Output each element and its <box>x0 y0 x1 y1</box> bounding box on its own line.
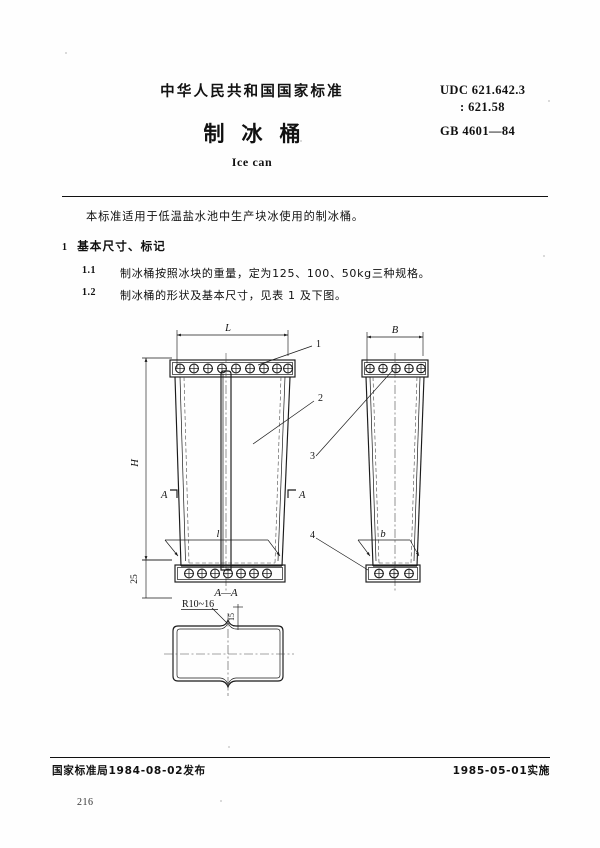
document-header: 中华人民共和国国家标准 制冰桶 Ice can UDC 621.642.3 : … <box>62 70 548 190</box>
callout-2-label: 2 <box>318 393 323 404</box>
radius-note-label: R10~16 <box>182 599 214 610</box>
section-aa-view: R10~16 15 <box>164 599 294 696</box>
callout-3: 3 <box>310 369 394 462</box>
clause-1-2-text: 制冰桶的形状及基本尺寸，见表 1 及下图。 <box>120 289 347 302</box>
front-view-body <box>174 353 291 593</box>
radius-note: R10~16 <box>181 599 228 624</box>
clause-1-number: 1 <box>62 242 69 253</box>
callout-4-label: 4 <box>310 530 315 541</box>
clause-1-title: 基本尺寸、标记 <box>77 239 166 253</box>
clause-1-heading: 1 基本尺寸、标记 <box>62 238 548 254</box>
scan-speck <box>220 800 222 802</box>
callout-2: 2 <box>252 393 323 445</box>
clause-1-2: 1.2 制冰桶的形状及基本尺寸，见表 1 及下图。 <box>82 287 548 303</box>
callout-4: 4 <box>310 530 369 571</box>
dimension-l: l <box>164 529 281 557</box>
notch-dimension-label: 15 <box>227 613 236 621</box>
ice-can-drawing-svg: .sl { stroke:#1a1a1a; fill:none; stroke-… <box>130 323 429 696</box>
side-top-bolt-holes <box>365 363 426 374</box>
callout-1: 1 <box>257 339 321 366</box>
side-view-bottom-flange <box>365 564 421 583</box>
side-bottom-bolt-holes <box>374 568 414 579</box>
effective-date: 1985-05-01实施 <box>452 765 550 777</box>
section-mark-right: A <box>287 489 306 501</box>
issue-date: 国家标准局1984-08-02发布 <box>52 765 206 777</box>
page-title: 制冰桶 <box>203 122 318 146</box>
page-title-english: Ice can <box>231 155 273 169</box>
notch-dimension: 15 <box>227 604 243 630</box>
scan-speck <box>300 140 302 142</box>
callout-3-label: 3 <box>310 451 315 462</box>
clause-1-1-number: 1.1 <box>82 265 96 276</box>
scan-speck <box>65 52 67 54</box>
clause-1-1-text: 制冰桶按照冰块的重量，定为125、100、50kg三种规格。 <box>120 267 431 280</box>
scan-speck <box>543 255 545 257</box>
page-number: 216 <box>77 797 94 808</box>
callout-1-label: 1 <box>316 339 321 350</box>
udc-classification: UDC 621.642.3 : 621.58 <box>440 82 525 116</box>
dimension-25: 25 <box>130 559 172 599</box>
scope-paragraph: 本标准适用于低温盐水池中生产块冰使用的制冰桶。 <box>86 210 365 223</box>
header-divider-rule <box>62 196 548 197</box>
dimension-25-label: 25 <box>130 574 140 584</box>
dimension-b-label: b <box>380 529 385 540</box>
dimension-B-label: B <box>392 325 399 336</box>
front-view-top-flange <box>169 359 296 378</box>
footer-divider-rule <box>50 757 550 758</box>
dimension-B: B <box>366 325 424 363</box>
section-mark-left: A <box>160 489 178 501</box>
dimension-H-label: H <box>130 458 141 468</box>
scan-speck <box>228 746 230 748</box>
dimension-l-label: l <box>217 529 220 540</box>
standard-number: GB 4601—84 <box>440 124 516 138</box>
section-mark-right-label: A <box>298 490 306 501</box>
standard-organization-title: 中华人民共和国国家标准 <box>160 84 344 100</box>
front-view-bottom-flange <box>174 564 286 583</box>
dimension-L-label: L <box>224 323 231 334</box>
clause-1-2-number: 1.2 <box>82 287 96 298</box>
side-view-body <box>365 353 425 593</box>
front-bottom-bolt-holes <box>184 568 272 579</box>
dimension-b: b <box>357 529 420 557</box>
dimension-L: L <box>176 323 289 368</box>
clause-1-1: 1.1 制冰桶按照冰块的重量，定为125、100、50kg三种规格。 <box>82 265 548 281</box>
section-mark-left-label: A <box>160 490 168 501</box>
udc-line-2: : 621.58 <box>460 99 505 114</box>
udc-line-1: UDC 621.642.3 <box>440 83 526 97</box>
front-top-bolt-holes <box>175 363 293 374</box>
scan-speck <box>548 100 550 102</box>
document-body: 本标准适用于低温盐水池中生产块冰使用的制冰桶。 1 基本尺寸、标记 1.1 制冰桶… <box>62 208 548 309</box>
technical-drawing-figure: .sl { stroke:#1a1a1a; fill:none; stroke-… <box>120 308 520 708</box>
section-view-title: A—A <box>213 587 238 599</box>
dimension-H: H <box>130 357 172 561</box>
